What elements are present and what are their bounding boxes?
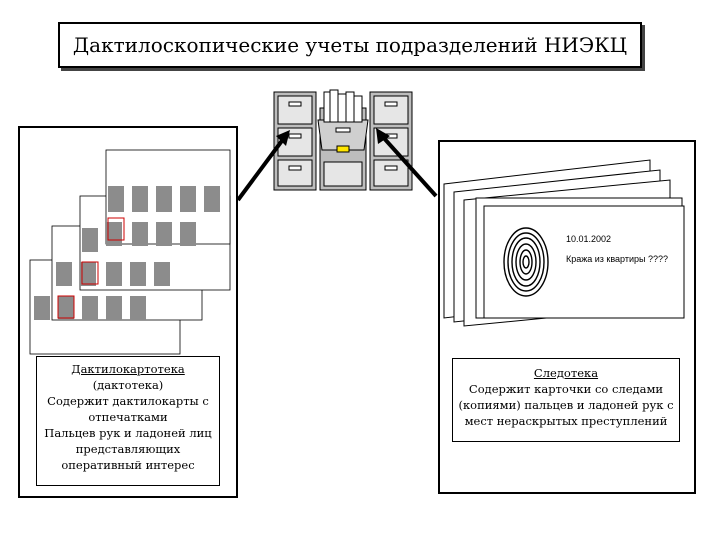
arrow-head-right	[376, 128, 390, 144]
arrow-icon	[236, 134, 438, 202]
dactylocard-heading: Дактилокартотека	[71, 362, 185, 376]
trace-card-note: Кража из квартиры ????	[566, 254, 669, 264]
trace-file-line: (копиями) пальцев и ладоней рук с	[458, 398, 674, 412]
trace-card-date: 10.01.2002	[566, 234, 612, 244]
trace-file-line: Содержит карточки со следами	[468, 382, 664, 396]
trace-file-line: мест нераскрытых преступлений	[464, 414, 668, 428]
dactylocard-line: Пальцев рук и ладоней лиц	[44, 426, 212, 440]
dactylocard-subheading: (дактотека)	[92, 378, 164, 392]
dactylocard-caption: Дактилокартотека (дактотека) Содержит да…	[36, 356, 220, 486]
dactylocard-line: оперативный интерес	[61, 458, 195, 472]
trace-file-caption: Следотека Содержит карточки со следами (…	[452, 358, 680, 442]
arrow-head-left	[276, 130, 290, 146]
dactylocard-stack	[29, 149, 231, 355]
dactylocard-line: представляющих	[75, 442, 181, 456]
trace-file-heading: Следотека	[533, 366, 599, 380]
fingerprint-icon	[503, 227, 549, 297]
trace-card-stack	[443, 159, 685, 327]
filing-cabinet-icon	[273, 89, 413, 191]
dactylocard-line: отпечатками	[88, 410, 168, 424]
diagram-title-text: Дактилоскопические учеты подразделений Н…	[72, 33, 628, 57]
red-highlight-marks	[57, 217, 125, 319]
fingerprint-placeholders	[34, 186, 220, 320]
dactylocard-line: Содержит дактилокарты с	[47, 394, 209, 408]
diagram-title: Дактилоскопические учеты подразделений Н…	[58, 22, 642, 68]
